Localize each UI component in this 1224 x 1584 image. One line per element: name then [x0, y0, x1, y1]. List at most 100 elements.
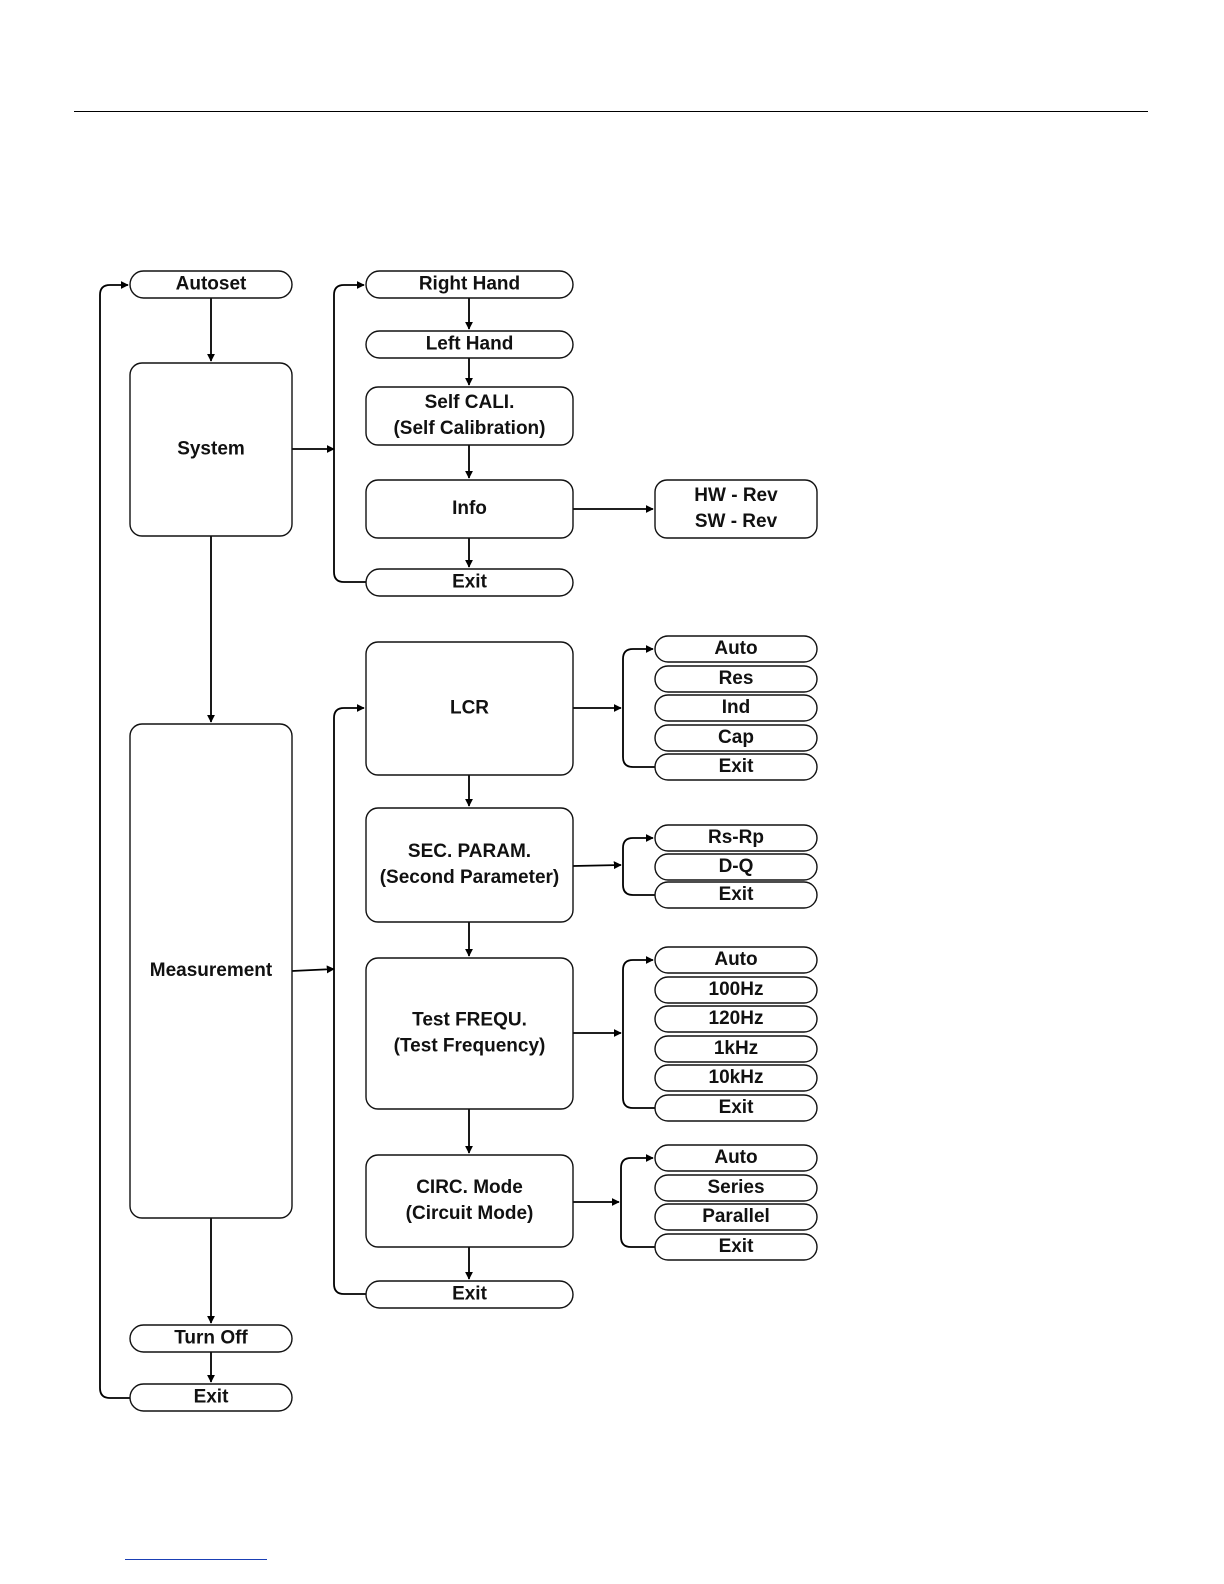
node-freq-120hz: 120Hz — [654, 1005, 818, 1033]
node-box — [365, 1154, 574, 1248]
node-label: Exit — [194, 1387, 230, 1408]
node-box — [129, 270, 293, 299]
connector-secparam-options-bus — [622, 834, 655, 896]
node-box — [654, 635, 818, 663]
node-lcr-auto: Auto — [654, 635, 818, 663]
header-rule — [74, 111, 1148, 112]
node-label: CIRC. Mode — [416, 1177, 523, 1198]
node-box — [129, 1383, 293, 1412]
node-label: Cap — [718, 727, 754, 748]
node-box — [654, 1064, 818, 1092]
node-test-frequ: Test FREQU. (Test Frequency) — [365, 957, 574, 1110]
node-box — [654, 946, 818, 974]
node-label: Exit — [452, 572, 488, 593]
connector-system-submenu-bus — [333, 281, 366, 583]
node-box — [129, 723, 293, 1219]
node-label: (Self Calibration) — [393, 418, 545, 439]
node-label: 120Hz — [709, 1008, 764, 1029]
node-label: Autoset — [176, 274, 247, 295]
node-label: 1kHz — [714, 1038, 758, 1059]
node-system: System — [129, 362, 293, 537]
node-label: Self CALI. — [425, 392, 515, 413]
node-lcr-ind: Ind — [654, 694, 818, 722]
node-box — [654, 724, 818, 752]
connector-testfrequ-options-bus — [622, 956, 655, 1109]
node-label: Auto — [714, 638, 757, 659]
node-box — [654, 1005, 818, 1033]
node-label: LCR — [450, 698, 489, 719]
node-freq-100hz: 100Hz — [654, 976, 818, 1004]
node-label: Measurement — [150, 960, 273, 981]
node-box — [654, 881, 818, 909]
connector-measure-submenu-bus — [333, 704, 366, 1295]
footer-link-underline[interactable] — [125, 1559, 267, 1560]
node-freq-exit: Exit — [654, 1094, 818, 1122]
node-lcr-res: Res — [654, 665, 818, 693]
node-lcr: LCR — [365, 641, 574, 776]
node-box — [365, 479, 574, 539]
node-box — [365, 641, 574, 776]
connector-exit-loop-to-autoset — [99, 281, 130, 1399]
node-lcr-exit: Exit — [654, 753, 818, 781]
node-turn-off: Turn Off — [129, 1324, 293, 1353]
node-box — [654, 665, 818, 693]
node-box — [654, 1035, 818, 1063]
node-label: Exit — [719, 884, 755, 905]
node-box — [365, 957, 574, 1110]
node-label: Exit — [719, 1236, 755, 1257]
node-main-exit: Exit — [129, 1383, 293, 1412]
node-box — [365, 270, 574, 299]
node-label: HW - Rev — [694, 485, 778, 506]
node-label: 10kHz — [709, 1067, 764, 1088]
node-box — [654, 824, 818, 852]
node-box — [365, 568, 574, 597]
node-label: Right Hand — [419, 274, 520, 295]
node-circ-exit: Exit — [654, 1233, 818, 1261]
connector-lcr-options-bus — [622, 645, 655, 768]
node-box — [654, 1203, 818, 1231]
node-label: Series — [707, 1177, 764, 1198]
node-sec-exit: Exit — [654, 881, 818, 909]
node-circ-auto: Auto — [654, 1144, 818, 1172]
node-box — [365, 330, 574, 359]
node-label: Res — [719, 668, 754, 689]
node-box — [365, 1280, 574, 1309]
node-box — [654, 1094, 818, 1122]
node-circ-parallel: Parallel — [654, 1203, 818, 1231]
node-label: D-Q — [719, 856, 754, 877]
node-box — [654, 1144, 818, 1172]
node-box — [654, 1174, 818, 1202]
node-freq-10khz: 10kHz — [654, 1064, 818, 1092]
node-sec-param: SEC. PARAM. (Second Parameter) — [365, 807, 574, 923]
node-label: SW - Rev — [695, 511, 778, 532]
node-label: Exit — [719, 1097, 755, 1118]
node-box — [654, 1233, 818, 1261]
node-label: (Second Parameter) — [380, 867, 560, 888]
node-left-hand: Left Hand — [365, 330, 574, 359]
node-info: Info — [365, 479, 574, 539]
node-measurement: Measurement — [129, 723, 293, 1219]
node-label: Info — [452, 498, 487, 519]
node-circ-mode: CIRC. Mode (Circuit Mode) — [365, 1154, 574, 1248]
node-label: Test FREQU. — [412, 1010, 527, 1031]
node-self-cali: Self CALI. (Self Calibration) — [365, 386, 574, 446]
node-label: Left Hand — [426, 334, 514, 355]
node-autoset: Autoset — [129, 270, 293, 299]
node-label: 100Hz — [709, 979, 764, 1000]
node-measure-exit: Exit — [365, 1280, 574, 1309]
connectors — [99, 281, 655, 1399]
node-label: Parallel — [702, 1206, 770, 1227]
connector-circmode-options-bus — [620, 1154, 655, 1248]
node-box — [654, 853, 818, 881]
node-label: System — [177, 439, 245, 460]
node-label: (Circuit Mode) — [406, 1203, 534, 1224]
connector-secparam-to-options — [572, 861, 622, 870]
node-label: SEC. PARAM. — [408, 841, 531, 862]
node-right-hand: Right Hand — [365, 270, 574, 299]
node-label: Auto — [714, 1147, 757, 1168]
node-sec-rsrp: Rs-Rp — [654, 824, 818, 852]
node-label: (Test Frequency) — [394, 1036, 546, 1057]
node-box — [365, 386, 574, 446]
node-label: Exit — [719, 756, 755, 777]
